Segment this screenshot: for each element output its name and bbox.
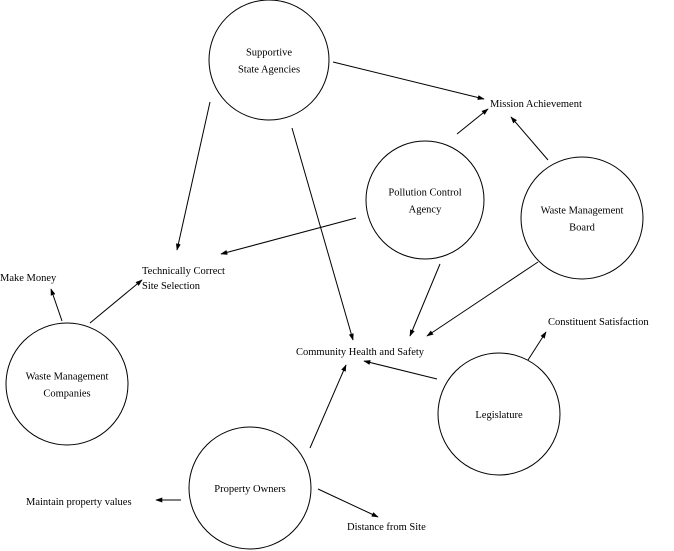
goal-label: Site Selection	[142, 281, 201, 292]
node-label: Companies	[43, 389, 90, 400]
edge-supportive-state-agencies-to-technically-correct-site-selection	[175, 101, 211, 251]
edge-waste-management-board-to-community-health-and-safety	[426, 261, 539, 337]
node-label: Pollution Control	[388, 188, 461, 199]
goal-mission-achievement: Mission Achievement	[490, 99, 582, 110]
node-circle	[208, 0, 330, 121]
goal-label: Mission Achievement	[490, 99, 582, 110]
node-label: Legislature	[475, 410, 523, 421]
goal-make-money: Make Money	[0, 273, 57, 284]
edge-pollution-control-agency-to-mission-achievement	[456, 108, 489, 135]
edge-waste-management-companies-to-technically-correct-site-selection	[89, 279, 143, 324]
edges-layer	[50, 61, 549, 518]
node-label: Waste Management	[26, 372, 109, 383]
node-legislature: Legislature	[437, 352, 561, 476]
node-circle	[365, 140, 485, 260]
edge-property-owners-to-community-health-and-safety	[309, 364, 347, 449]
node-circle	[437, 352, 561, 476]
goal-distance-from-site: Distance from Site	[347, 522, 426, 533]
goal-label: Distance from Site	[347, 522, 426, 533]
node-label: State Agencies	[238, 65, 300, 76]
node-label: Property Owners	[214, 484, 285, 495]
node-circle	[5, 322, 129, 446]
goal-label: Maintain property values	[26, 497, 132, 508]
node-label: Board	[569, 223, 595, 234]
node-circle	[520, 156, 644, 280]
edge-waste-management-board-to-mission-achievement	[510, 116, 549, 161]
node-label: Waste Management	[541, 206, 624, 217]
node-circle	[188, 426, 312, 550]
goal-community-health-and-safety: Community Health and Safety	[296, 347, 425, 358]
edge-legislature-to-constituent-satisfaction	[527, 331, 547, 361]
goal-label: Community Health and Safety	[296, 347, 425, 358]
edge-supportive-state-agencies-to-mission-achievement	[332, 61, 485, 100]
goal-constituent-satisfaction: Constituent Satisfaction	[548, 317, 649, 328]
edge-property-owners-to-distance-from-site	[317, 488, 379, 518]
node-property-owners: Property Owners	[188, 426, 312, 550]
goal-label: Constituent Satisfaction	[548, 317, 649, 328]
node-label: Supportive	[246, 48, 292, 59]
edge-legislature-to-community-health-and-safety	[363, 360, 438, 380]
goal-label: Make Money	[0, 273, 57, 284]
edge-pollution-control-agency-to-community-health-and-safety	[409, 263, 441, 337]
goal-label: Technically Correct	[142, 266, 225, 277]
node-label: Agency	[409, 205, 442, 216]
edge-supportive-state-agencies-to-community-health-and-safety	[291, 127, 354, 341]
goal-maintain-property-values: Maintain property values	[26, 497, 132, 508]
edge-waste-management-companies-to-make-money	[50, 288, 63, 322]
edge-pollution-control-agency-to-technically-correct-site-selection	[220, 217, 357, 255]
